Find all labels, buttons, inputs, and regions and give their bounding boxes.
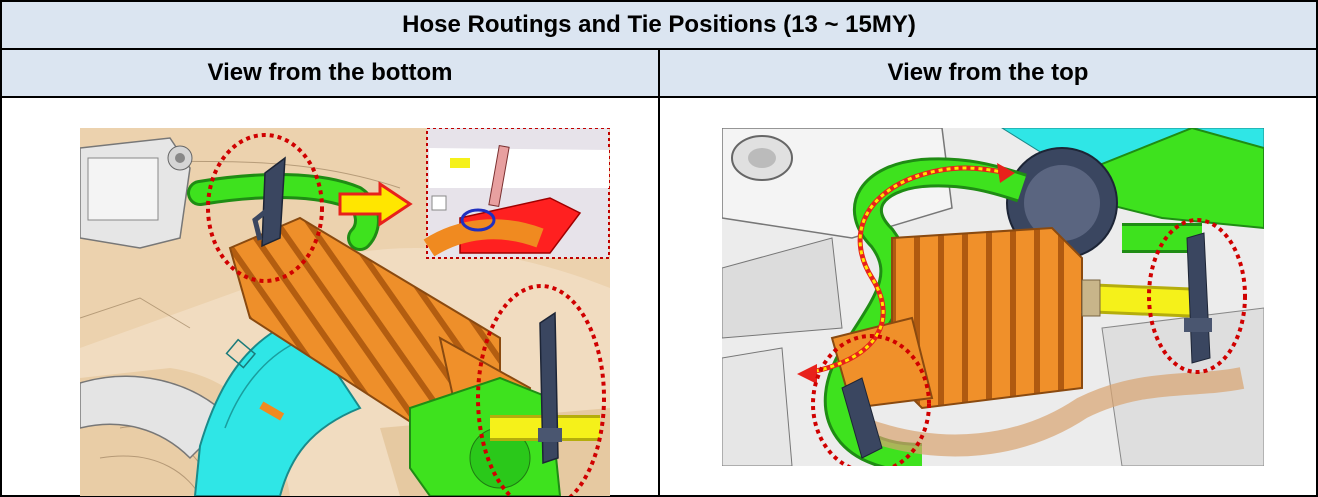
zoom-inset [423, 128, 610, 259]
column-header-bottom: View from the bottom [2, 50, 658, 96]
column-divider [658, 50, 660, 495]
column-header-bottom-label: View from the bottom [207, 59, 453, 86]
bottom-view-image [80, 128, 610, 496]
bottom-view-cell [2, 98, 658, 496]
table-title: Hose Routings and Tie Positions (13 ~ 15… [402, 11, 916, 38]
column-header-top-label: View from the top [887, 59, 1089, 86]
column-header-top: View from the top [660, 50, 1316, 96]
top-view-cell [660, 98, 1316, 495]
title-row: Hose Routings and Tie Positions (13 ~ 15… [2, 2, 1316, 50]
top-view-image [722, 128, 1264, 466]
